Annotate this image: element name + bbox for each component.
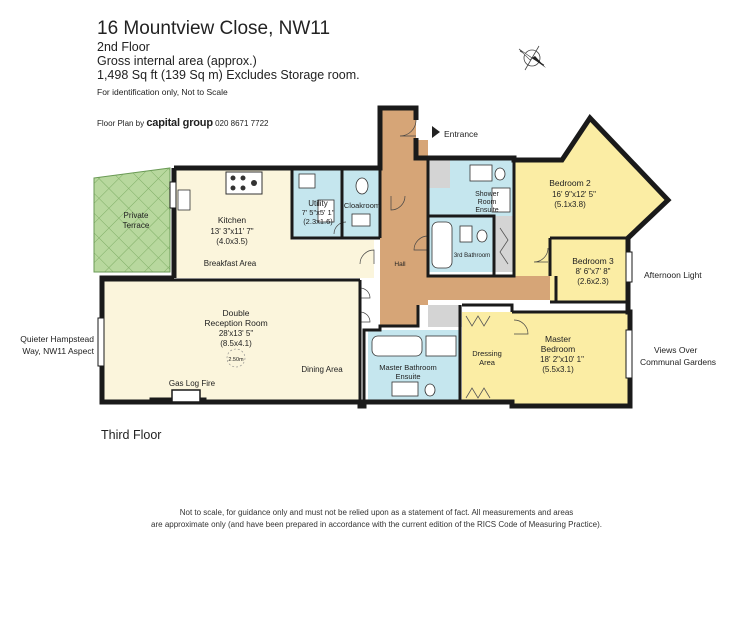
identification-note: For identification only, Not to Scale xyxy=(97,87,228,97)
master-bedroom xyxy=(512,312,630,404)
kitchen-imperial: 13' 3"x11' 7" xyxy=(210,227,253,236)
credit-prefix: Floor Plan by xyxy=(97,119,145,128)
utility-name: Utility xyxy=(308,199,328,208)
shower-label-3: Ensuite xyxy=(475,207,498,214)
views-label-2: Communal Gardens xyxy=(640,357,716,367)
ceiling-height-marker xyxy=(226,348,246,368)
afternoon-light-label: Afternoon Light xyxy=(644,270,702,280)
fireplace-icon xyxy=(171,389,201,403)
disclaimer-line-1: Not to scale, for guidance only and must… xyxy=(179,508,574,517)
breakfast-label: Breakfast Area xyxy=(204,259,257,268)
plan-title: 16 Mountview Close, NW11 xyxy=(97,18,331,39)
reception-name-1: Double xyxy=(223,308,250,318)
utility-imperial: 7' 5"x5' 1" xyxy=(302,208,335,217)
master-bath-fixtures-icon xyxy=(371,335,457,397)
dressing-area xyxy=(462,312,514,402)
terrace-label-1: Private xyxy=(124,211,149,220)
disclaimer: Not to scale, for guidance only and must… xyxy=(0,507,753,531)
dining-label: Dining Area xyxy=(301,365,343,374)
bedroom3-name: Bedroom 3 xyxy=(572,256,614,266)
bedroom2-metric: (5.1x3.8) xyxy=(554,200,586,209)
master-name-2: Bedroom xyxy=(541,344,576,354)
bedroom2-imperial: 16' 9"x12' 5" xyxy=(552,190,596,199)
kitchen-metric: (4.0x3.5) xyxy=(216,237,248,246)
credit-phone: 020 8671 7722 xyxy=(215,119,269,128)
floor-plan-credit: Floor Plan by capital group 020 8671 772… xyxy=(97,117,268,129)
bathtub-icon xyxy=(431,221,488,269)
entrance-arrow-icon xyxy=(432,126,440,138)
reception-metric: (8.5x4.1) xyxy=(220,339,252,348)
breakfast-area xyxy=(174,240,374,278)
shower-label-2: Room xyxy=(478,199,497,206)
bedroom3-imperial: 8' 6"x7' 8" xyxy=(576,267,611,276)
utility-metric: (2.3x1.6) xyxy=(303,217,333,226)
storage-2 xyxy=(428,305,462,327)
compass-icon xyxy=(518,45,546,71)
dressing-label-2: Area xyxy=(479,358,496,367)
master-name-1: Master xyxy=(545,334,571,344)
bedroom2-name: Bedroom 2 xyxy=(549,178,591,188)
dressing-label-1: Dressing xyxy=(472,349,502,358)
kitchen-name: Kitchen xyxy=(218,215,247,225)
kitchen-hob-icon xyxy=(225,171,263,195)
cloakroom-label: Cloakroom xyxy=(344,201,380,210)
private-terrace xyxy=(93,167,171,273)
third-bath-label: 3rd Bathroom xyxy=(454,253,490,259)
reception-room xyxy=(102,280,360,402)
area-value: 1,498 Sq ft (139 Sq m) Excludes Storage … xyxy=(97,68,360,82)
ceiling-height-label: 2.50m xyxy=(228,357,244,363)
reception-imperial: 28'x13' 5" xyxy=(219,329,254,338)
reception-name-2: Reception Room xyxy=(204,318,267,328)
aspect-label-2: Way, NW11 Aspect xyxy=(22,346,94,356)
wardrobe-icon xyxy=(465,227,509,399)
master-bath-label-2: Ensuite xyxy=(395,372,420,381)
shower-label-1: Shower xyxy=(475,191,499,198)
entrance-label: Entrance xyxy=(444,129,478,139)
gas-fire-label: Gas Log Fire xyxy=(169,379,216,388)
master-bath-label-1: Master Bathroom xyxy=(379,363,437,372)
shower-fixture-icon xyxy=(469,164,511,213)
terrace-label-2: Terrace xyxy=(123,221,150,230)
master-imperial: 18' 2"x10' 1" xyxy=(540,355,584,364)
storage-1 xyxy=(494,216,514,272)
kitchen-sink-icon xyxy=(177,189,191,211)
brand-logo: capital group xyxy=(146,117,213,129)
hall-label: Hall xyxy=(394,261,406,268)
cloakroom-wc-icon xyxy=(351,177,371,227)
master-metric: (5.5x3.1) xyxy=(542,365,574,374)
bedroom3-metric: (2.6x2.3) xyxy=(577,277,609,286)
area-label: Gross internal area (approx.) xyxy=(97,54,257,68)
aspect-label-1: Quieter Hampstead xyxy=(20,334,94,344)
hall xyxy=(380,108,556,326)
views-label-1: Views Over xyxy=(654,345,697,355)
floor-label: Third Floor xyxy=(101,428,162,442)
utility-appliance-icon xyxy=(298,173,335,223)
storage-3 xyxy=(428,160,450,188)
floor-level: 2nd Floor xyxy=(97,40,150,54)
bedroom-3 xyxy=(550,238,628,302)
disclaimer-line-2: are approximate only (and have been prep… xyxy=(151,520,602,529)
